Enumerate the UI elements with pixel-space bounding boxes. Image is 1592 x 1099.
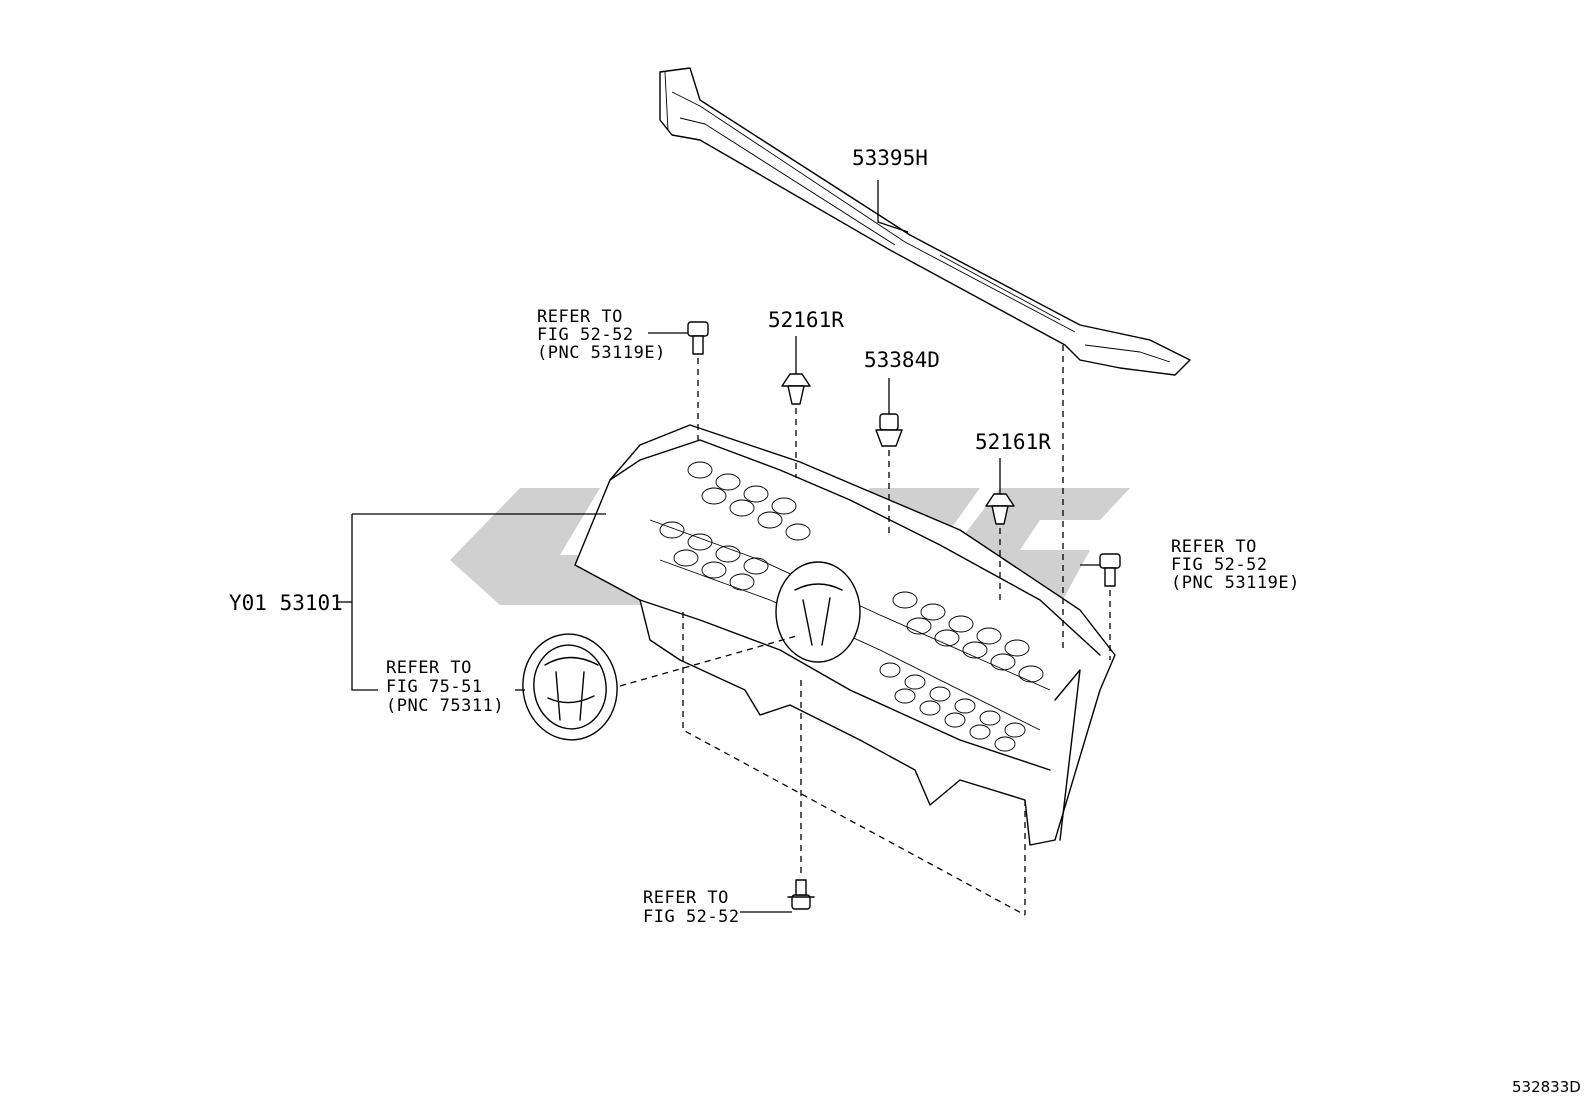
ref-emblem-note: REFER TO FIG 75-51 (PNC 75311) <box>386 658 504 716</box>
upper-seal-part <box>659 67 1191 376</box>
leader-lines <box>336 180 1100 913</box>
ref-right-line1: REFER TO <box>1171 537 1257 557</box>
grille-body <box>574 424 1116 846</box>
label-clip-left: 52161R <box>768 308 844 332</box>
bolt-bottom-icon <box>787 879 815 910</box>
label-grille-assembly: Y01 53101 <box>229 591 343 615</box>
ref-right-line3: (PNC 53119E) <box>1171 573 1300 593</box>
label-clip-right: 52161R <box>975 430 1051 454</box>
clip-left-icon <box>781 373 811 405</box>
ref-top-left-line2: FIG 52-52 <box>537 325 634 345</box>
emblem-part <box>522 633 618 741</box>
clip-center-icon <box>875 413 903 447</box>
grille-honeycomb <box>659 461 1044 752</box>
ref-top-left-line3: (PNC 53119E) <box>537 343 666 363</box>
ref-bottom-line1: REFER TO <box>643 888 729 908</box>
bolt-top-left-icon <box>687 321 709 355</box>
ref-top-left-note: REFER TO FIG 52-52 (PNC 53119E) <box>537 307 666 363</box>
ref-top-left-line1: REFER TO <box>537 307 623 327</box>
ref-bottom-line2: FIG 52-52 <box>643 907 740 927</box>
ref-bottom-note: REFER TO FIG 52-52 <box>643 888 740 927</box>
ref-emblem-line2: FIG 75-51 <box>386 677 483 697</box>
catalog-number: 532833D <box>1512 1078 1581 1096</box>
ref-right-line2: FIG 52-52 <box>1171 555 1268 575</box>
bolt-right-icon <box>1099 553 1121 587</box>
grille-emblem-mount <box>775 561 861 663</box>
assembly-lines <box>619 345 1111 916</box>
ref-emblem-line3: (PNC 75311) <box>386 696 504 716</box>
label-upper-seal: 53395H <box>852 146 928 170</box>
ref-emblem-line1: REFER TO <box>386 658 472 678</box>
ref-right-note: REFER TO FIG 52-52 (PNC 53119E) <box>1171 537 1300 593</box>
clip-right-icon <box>985 493 1015 525</box>
label-clip-center: 53384D <box>864 348 940 372</box>
